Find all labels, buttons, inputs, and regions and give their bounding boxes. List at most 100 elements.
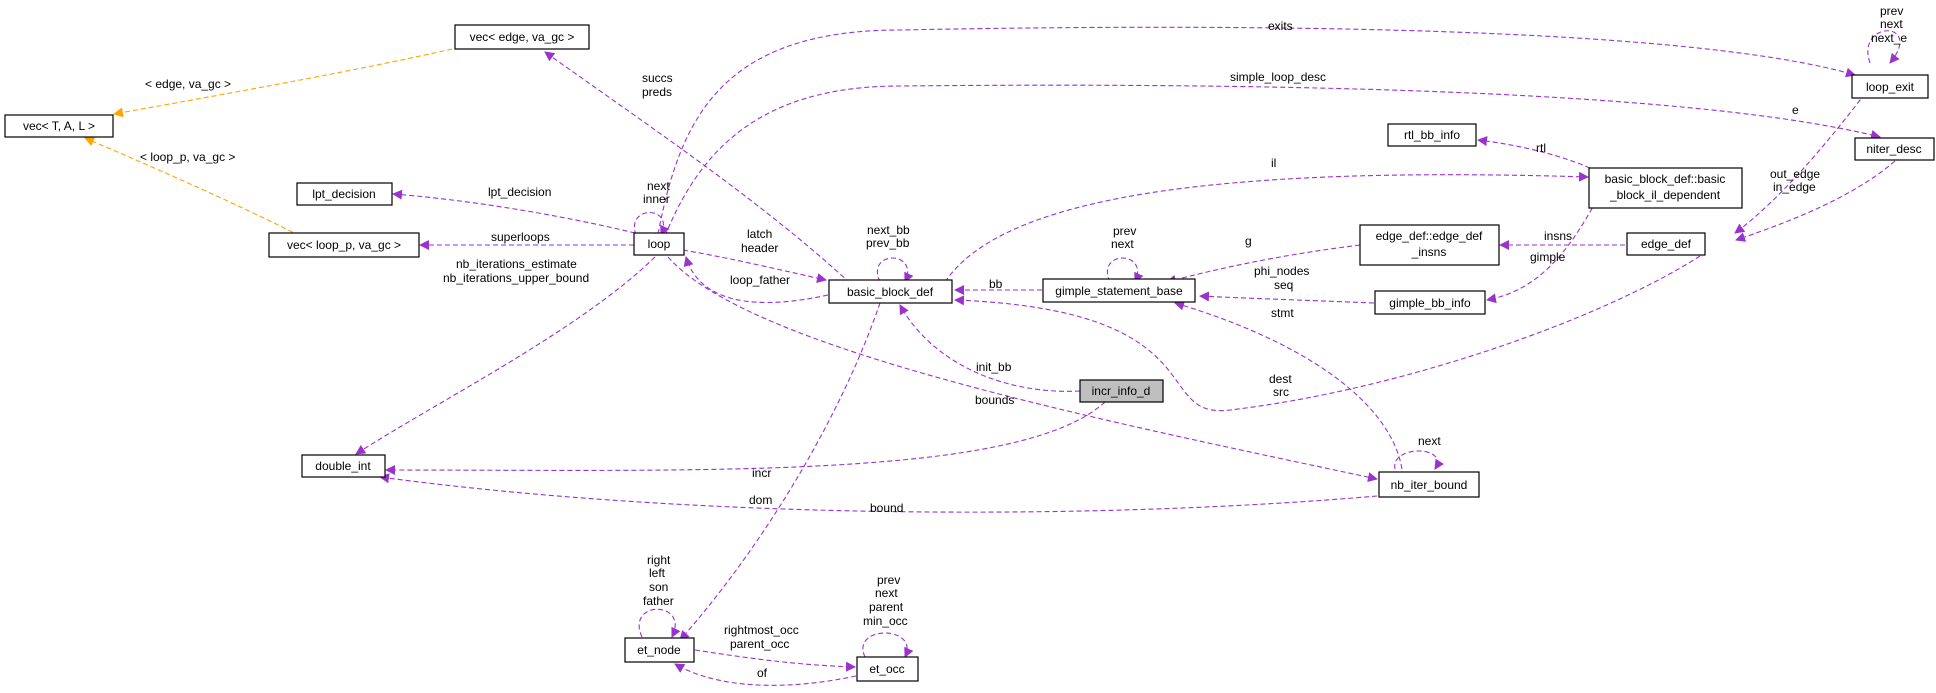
label-init-bb: init_bb [976, 360, 1012, 374]
edge-loop-father [683, 256, 829, 303]
svg-text:double_int: double_int [315, 459, 371, 473]
edge-of [674, 663, 857, 686]
edge-g [1166, 244, 1361, 285]
label-il: il [1271, 156, 1276, 170]
node-vec-edge-va-gc[interactable]: vec< edge, va_gc > [454, 24, 590, 50]
node-loop[interactable]: loop [633, 232, 685, 256]
node-rtl-bb-info[interactable]: rtl_bb_info [1387, 123, 1477, 147]
label-et-son: son [649, 580, 668, 594]
edge-loop-next-inner [633, 212, 670, 236]
svg-text:basic_block_def: basic_block_def [847, 285, 934, 299]
edge-gimple [1486, 193, 1601, 304]
label-of: of [757, 666, 768, 680]
edge-gimple-prev-next [1107, 257, 1144, 283]
edge-bound [379, 473, 1378, 513]
label-in-edge: in_edge [1773, 180, 1816, 194]
node-et-node[interactable]: et_node [624, 637, 695, 663]
svg-text:incr_info_d: incr_info_d [1092, 384, 1151, 398]
node-loop-exit[interactable]: loop_exit [1851, 74, 1929, 99]
svg-text:lpt_decision: lpt_decision [312, 187, 375, 201]
svg-text:vec< loop_p, va_gc >: vec< loop_p, va_gc > [287, 238, 401, 252]
edge-nb-next [1394, 450, 1445, 470]
label-stmt: stmt [1271, 306, 1294, 320]
label-parent-occ: parent_occ [730, 637, 789, 651]
edge-vec-loop-p-to-vec-template [84, 136, 301, 237]
svg-text:gimple_bb_info: gimple_bb_info [1389, 296, 1471, 310]
node-lpt-decision[interactable]: lpt_decision [296, 182, 393, 206]
label-loop-father: loop_father [730, 273, 790, 287]
label-insns: insns [1544, 229, 1572, 243]
label-incr: incr [752, 466, 771, 480]
label-le-next: next [1880, 17, 1903, 31]
label-et-father: father [643, 594, 674, 608]
label-header: header [741, 241, 778, 255]
label-simple-loop-desc: simple_loop_desc [1230, 70, 1326, 84]
label-dom: dom [749, 493, 772, 507]
node-basic-block-il-dependent[interactable]: basic_block_def::basic _block_il_depende… [1588, 167, 1743, 209]
edge-niter-edge [1735, 160, 1896, 242]
edge-init-bb [899, 304, 1081, 392]
label-phi-nodes: phi_nodes [1254, 264, 1309, 278]
node-nb-iter-bound[interactable]: nb_iter_bound [1378, 471, 1480, 498]
label-preds: preds [642, 85, 672, 99]
label-loop-p-va-gc: < loop_p, va_gc > [140, 150, 235, 164]
label-rightmost-occ: rightmost_occ [724, 623, 799, 637]
label-next-bb: next_bb [867, 223, 910, 237]
label-gimple-prev: prev [1113, 224, 1136, 238]
label-gimple: gimple [1530, 250, 1566, 264]
node-vec-loop-p-va-gc[interactable]: vec< loop_p, va_gc > [268, 232, 420, 258]
node-et-occ[interactable]: et_occ [856, 656, 919, 682]
svg-text:niter_desc: niter_desc [1866, 142, 1921, 156]
label-exits: exits [1268, 19, 1293, 33]
edge-simple-loop-desc [664, 84, 1881, 237]
edge-dom [679, 302, 881, 641]
label-seq: seq [1274, 278, 1293, 292]
node-edge-def[interactable]: edge_def [1626, 232, 1706, 256]
node-gimple-bb-info[interactable]: gimple_bb_info [1374, 290, 1486, 315]
node-vec-t-a-l[interactable]: vec< T, A, L > [4, 114, 114, 138]
node-incr-info-d[interactable]: incr_info_d [1079, 379, 1164, 403]
label-le-prev: prev [1880, 4, 1903, 18]
label-latch: latch [747, 227, 772, 241]
label-g: g [1245, 234, 1252, 248]
node-edge-def-insns[interactable]: edge_def::edge_def _insns [1359, 224, 1500, 266]
edge-latch-header [682, 249, 827, 283]
edge-il [944, 171, 1589, 283]
label-bb: bb [989, 277, 1003, 291]
svg-text:et_node: et_node [637, 643, 681, 657]
label-loop-next: next [647, 179, 670, 193]
svg-text:rtl_bb_info: rtl_bb_info [1404, 128, 1460, 142]
label-e: e [1792, 103, 1799, 117]
label-dest: dest [1269, 372, 1292, 386]
edge-incr [385, 401, 1106, 476]
label-out-edge: out_edge [1770, 167, 1820, 181]
node-double-int[interactable]: double_int [301, 454, 386, 478]
label-lpt-decision: lpt_decision [488, 185, 551, 199]
edge-next-prev-bb [877, 257, 914, 283]
edge-e-out-in [1734, 86, 1871, 234]
edge-phi-seq [1199, 291, 1375, 304]
svg-text:nb_iter_bound: nb_iter_bound [1391, 478, 1468, 492]
label-gimple-next: next [1111, 237, 1134, 251]
label-nb-next: next [1418, 434, 1441, 448]
svg-text:gimple_statement_base: gimple_statement_base [1055, 284, 1183, 298]
node-gimple-statement-base[interactable]: gimple_statement_base [1042, 278, 1196, 303]
edge-nb-iterations [355, 256, 656, 455]
svg-text:_insns: _insns [1411, 245, 1447, 259]
label-occ-next: next [875, 586, 898, 600]
label-occ-min-occ: min_occ [863, 614, 908, 628]
label-bound: bound [870, 501, 903, 515]
svg-text:vec< T, A, L >: vec< T, A, L > [23, 119, 95, 133]
node-niter-desc[interactable]: niter_desc [1854, 137, 1935, 161]
label-et-right: right [647, 553, 671, 567]
edge-bounds [667, 256, 1378, 483]
label-nb-iterations-estimate: nb_iterations_estimate [456, 257, 577, 271]
label-superloops: superloops [491, 230, 550, 244]
svg-text:_block_il_dependent: _block_il_dependent [1609, 188, 1721, 202]
node-basic-block-def[interactable]: basic_block_def [828, 279, 953, 304]
label-et-left: left [649, 566, 666, 580]
label-le-next-e: next_e [1871, 31, 1907, 45]
label-loop-inner: inner [643, 192, 670, 206]
edge-lpt-decision [392, 189, 636, 234]
